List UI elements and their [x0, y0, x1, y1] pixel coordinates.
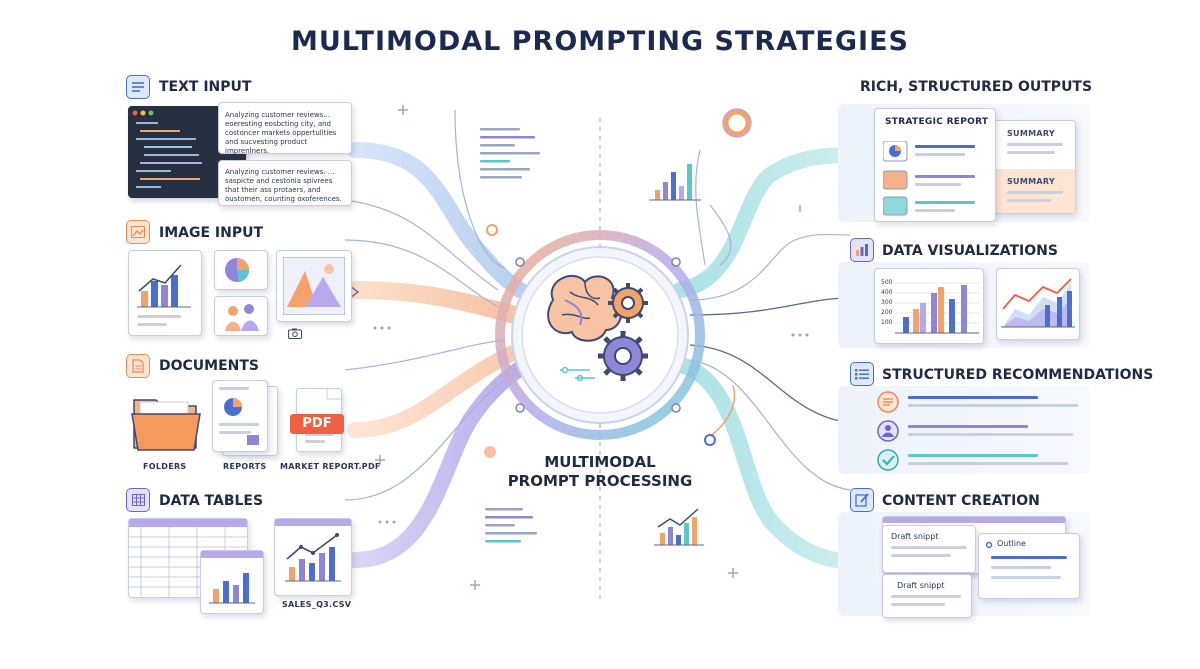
hub-outer-ring: [495, 230, 705, 440]
image-input-label: IMAGE INPUT: [159, 225, 264, 241]
draft-snippet-1: Draft snippt: [882, 525, 976, 573]
camera-icon: [288, 324, 302, 343]
pencil-icon: [850, 488, 874, 512]
summary-label-1: SUMMARY: [1007, 129, 1055, 138]
documents-label: DOCUMENTS: [159, 358, 260, 374]
report-doc: [212, 380, 268, 452]
outline-card: Outline: [978, 533, 1080, 599]
viz-tick-500: 500: [881, 279, 893, 286]
csv-filename: SALES_Q3.CSV: [282, 600, 352, 609]
pdf-badge: PDF: [290, 414, 344, 434]
flow-docs: [347, 342, 528, 438]
code-snippet-bottom: [485, 508, 537, 543]
viz-tick-100: 100: [881, 319, 893, 326]
folder-icon: [130, 392, 202, 458]
code-snippet-top: [480, 128, 540, 179]
content-creation-label: CONTENT CREATION: [882, 493, 1040, 509]
bar-chart-icon: [850, 238, 874, 262]
reports-caption: REPORTS: [223, 462, 267, 471]
image-thumb-landscape: [276, 250, 352, 322]
data-viz-label: DATA VISUALIZATIONS: [882, 243, 1058, 259]
pdf-filename: MARKET REPORT.PDF: [280, 462, 381, 471]
table-chart-card: [200, 550, 264, 614]
strategic-report-title: STRATEGIC REPORT: [885, 117, 989, 127]
mini-line-chart: [654, 508, 704, 546]
mini-bar-chart: [649, 164, 701, 201]
text-note-2: Analyzing customer reviews. ... saspicte…: [218, 160, 352, 206]
text-lines-icon: [126, 75, 150, 99]
hub-label-line2: PROMPT PROCESSING: [507, 472, 693, 490]
summary-label-2: SUMMARY: [1007, 177, 1055, 186]
viz-area-card: [996, 268, 1080, 340]
image-thumb-pie: [214, 250, 268, 290]
hub-label: MULTIMODAL PROMPT PROCESSING: [500, 453, 700, 491]
flow-out-rich: [672, 147, 868, 298]
csv-chart-card: [274, 518, 352, 596]
draft-snippet-2: Draft snippt: [882, 574, 972, 618]
gear-icon: [598, 331, 648, 381]
data-tables-label: DATA TABLES: [159, 493, 264, 509]
recommendations-label: STRUCTURED RECOMMENDATIONS: [882, 367, 1154, 383]
viz-bar-card: 500 400 300 200 100: [874, 268, 984, 344]
flow-text: [347, 142, 528, 298]
draft-snippet-2-label: Draft snippt: [897, 581, 945, 590]
viz-tick-200: 200: [881, 309, 893, 316]
recommendations-list: [877, 391, 1078, 471]
viz-tick-400: 400: [881, 289, 893, 296]
text-input-label: TEXT INPUT: [159, 79, 252, 95]
summary-card: SUMMARY SUMMARY: [992, 120, 1076, 214]
image-thumb-chart: [128, 250, 202, 336]
text-note-1: Analyzing customer reviews... eoeresting…: [218, 102, 352, 155]
list-icon: [850, 362, 874, 386]
table-icon: [126, 488, 150, 512]
image-icon: [126, 220, 150, 244]
draft-snippet-1-label: Draft snippt: [891, 532, 939, 541]
outline-label: Outline: [997, 539, 1026, 548]
document-icon: [126, 354, 150, 378]
rich-outputs-label: RICH, STRUCTURED OUTPUTS: [860, 79, 1093, 95]
gear-icon: [608, 283, 648, 323]
viz-tick-300: 300: [881, 299, 893, 306]
image-thumb-people: [214, 296, 268, 336]
hub-label-line1: MULTIMODAL: [544, 453, 656, 471]
page-title: MULTIMODAL PROMPTING STRATEGIES: [291, 26, 909, 57]
folders-caption: FOLDERS: [143, 462, 187, 471]
flow-image: [346, 281, 524, 324]
flow-out-content: [672, 357, 868, 570]
strategic-report-card: STRATEGIC REPORT: [874, 108, 996, 222]
